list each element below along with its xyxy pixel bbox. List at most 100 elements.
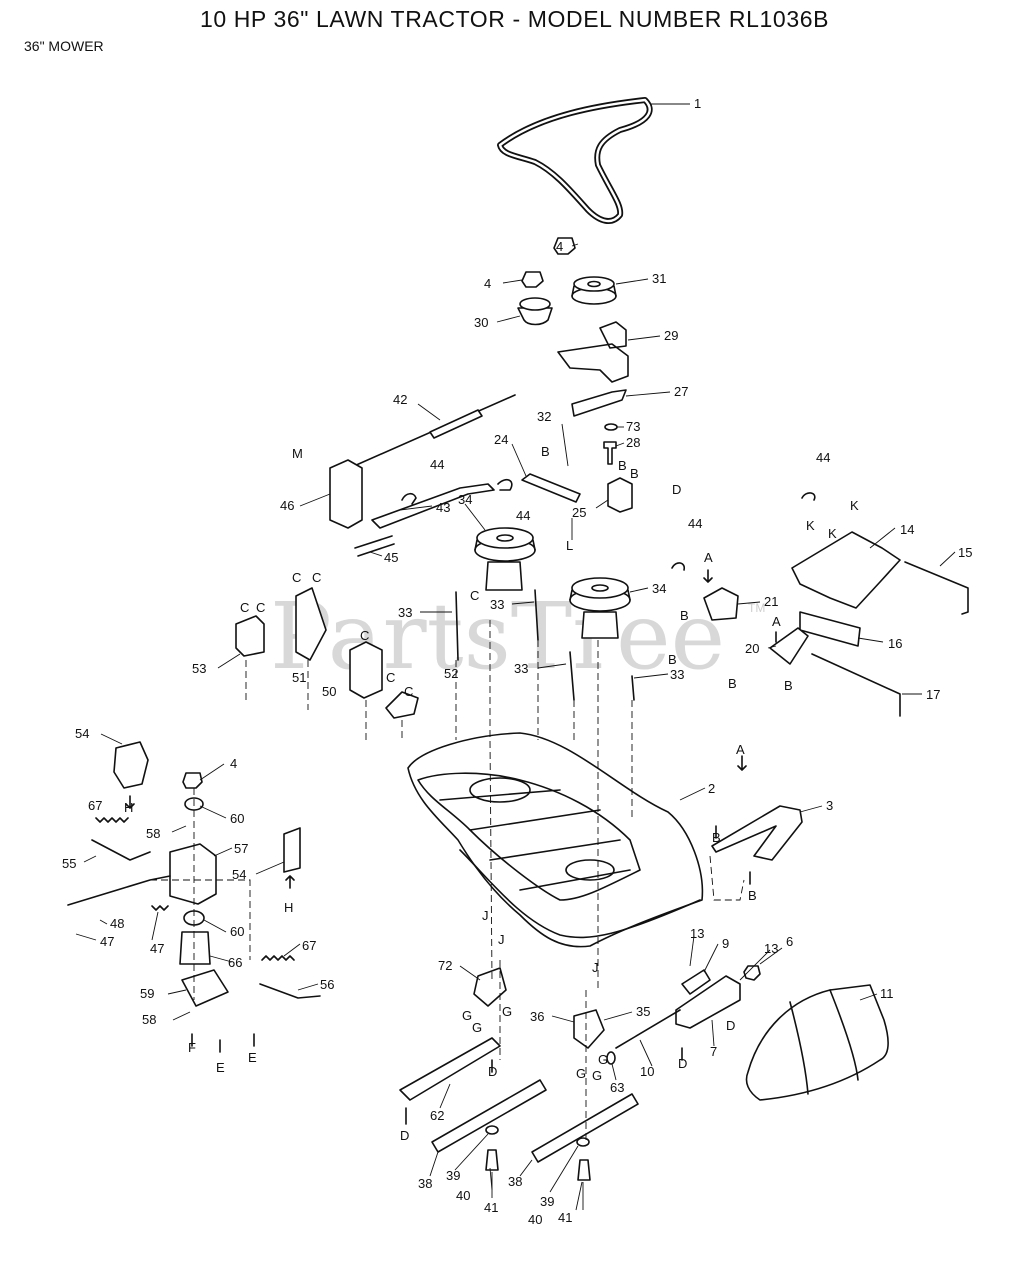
part-washer-63 bbox=[606, 1051, 616, 1065]
callout-10: 10 bbox=[640, 1064, 654, 1079]
callout-29: 29 bbox=[664, 328, 678, 343]
part-bolt-28 bbox=[603, 441, 617, 465]
callout-56: 56 bbox=[320, 977, 334, 992]
part-bracket-53 bbox=[235, 615, 265, 657]
part-nut-spindle bbox=[182, 772, 203, 789]
callout-17: 17 bbox=[926, 687, 940, 702]
callout-46: 46 bbox=[280, 498, 294, 513]
letter-l: L bbox=[566, 538, 573, 553]
callout-67-right: 67 bbox=[302, 938, 316, 953]
letter-b-20a: B bbox=[728, 676, 737, 691]
part-pin-44b bbox=[497, 478, 513, 491]
callout-4-top: 4 bbox=[556, 239, 563, 254]
letter-g-35a: G bbox=[576, 1066, 586, 1081]
callout-11: 11 bbox=[880, 986, 894, 1001]
callout-1: 1 bbox=[694, 96, 701, 111]
part-rod-33c bbox=[569, 651, 575, 701]
part-plate-16 bbox=[799, 611, 861, 647]
part-nut-idler bbox=[521, 271, 544, 288]
part-bracket-50 bbox=[349, 641, 383, 699]
callout-43: 43 bbox=[436, 500, 450, 515]
callout-38-left: 38 bbox=[418, 1176, 432, 1191]
letter-c-52a: C bbox=[386, 670, 395, 685]
part-pin-44a bbox=[401, 492, 417, 505]
part-housing-57 bbox=[169, 843, 217, 905]
letter-c-50a: C bbox=[360, 628, 369, 643]
letter-j-2: J bbox=[498, 932, 505, 947]
part-washer-39-right bbox=[576, 1137, 590, 1147]
part-bolt-41-right bbox=[577, 1159, 591, 1181]
callout-59: 59 bbox=[140, 986, 154, 1001]
part-rod-10 bbox=[615, 1009, 681, 1049]
part-spring-67a bbox=[95, 817, 129, 823]
part-shapes bbox=[67, 97, 969, 1181]
callout-40-right: 40 bbox=[528, 1212, 542, 1227]
letter-d-7: D bbox=[726, 1018, 735, 1033]
letter-b-20b: B bbox=[784, 678, 793, 693]
part-bracket-7 bbox=[675, 975, 741, 1029]
part-bushing-66 bbox=[179, 931, 211, 965]
callout-2: 2 bbox=[708, 781, 715, 796]
part-washer-39-left bbox=[485, 1125, 499, 1135]
part-spindle-34-left bbox=[474, 527, 536, 591]
callout-45: 45 bbox=[384, 550, 398, 565]
letter-j-1: J bbox=[482, 908, 489, 923]
part-rod-42 bbox=[344, 394, 516, 471]
letter-c-51b: C bbox=[312, 570, 321, 585]
watermark-text: PartsTree bbox=[270, 583, 725, 690]
callout-33-b: 33 bbox=[490, 597, 504, 612]
callout-25: 25 bbox=[572, 505, 586, 520]
letter-j-3: J bbox=[592, 960, 599, 975]
part-deflector-11 bbox=[745, 984, 889, 1101]
part-plate-27 bbox=[571, 389, 627, 417]
callout-38-right: 38 bbox=[508, 1174, 522, 1189]
part-bracket-29 bbox=[557, 321, 629, 383]
letter-e-1: E bbox=[216, 1060, 225, 1075]
callout-53: 53 bbox=[192, 661, 206, 676]
part-pin-44d bbox=[801, 492, 816, 501]
letter-g-72b: G bbox=[472, 1020, 482, 1035]
letter-b-deck-a: B bbox=[712, 830, 721, 845]
part-pin-44c bbox=[671, 562, 686, 571]
callout-41-left: 41 bbox=[484, 1200, 498, 1215]
letter-k-3: K bbox=[850, 498, 859, 513]
letter-c-53b: C bbox=[256, 600, 265, 615]
part-bar-3 bbox=[711, 805, 803, 861]
part-blade-38-right bbox=[531, 1093, 639, 1163]
callout-42: 42 bbox=[393, 392, 407, 407]
callout-32: 32 bbox=[537, 409, 551, 424]
letter-c-52b: C bbox=[404, 684, 413, 699]
callout-34-left: 34 bbox=[458, 492, 472, 507]
letter-a-21: A bbox=[704, 550, 713, 565]
callout-24: 24 bbox=[494, 432, 508, 447]
callout-21: 21 bbox=[764, 594, 778, 609]
letter-h-left: H bbox=[124, 800, 133, 815]
part-belt bbox=[497, 97, 653, 224]
part-blade-38-left bbox=[431, 1079, 547, 1153]
callout-67-left: 67 bbox=[88, 798, 102, 813]
part-bracket-51 bbox=[295, 587, 327, 661]
leader-lines bbox=[75, 103, 956, 1211]
callout-41-right: 41 bbox=[558, 1210, 572, 1225]
part-bracket-9 bbox=[681, 969, 711, 995]
callout-54-upper: 54 bbox=[75, 726, 89, 741]
part-bracket-20 bbox=[769, 627, 809, 665]
callout-33-c: 33 bbox=[514, 661, 528, 676]
callout-52: 52 bbox=[444, 666, 458, 681]
callout-4-spindle: 4 bbox=[230, 756, 237, 771]
part-bracket-46 bbox=[329, 459, 363, 529]
part-link-24 bbox=[521, 473, 581, 503]
callout-27: 27 bbox=[674, 384, 688, 399]
letter-b-25b: B bbox=[630, 466, 639, 481]
letter-b-21: B bbox=[680, 608, 689, 623]
letter-d-10: D bbox=[678, 1056, 687, 1071]
callout-13-left: 13 bbox=[690, 926, 704, 941]
letter-k-1: K bbox=[806, 518, 815, 533]
callout-7: 7 bbox=[710, 1044, 717, 1059]
connection-letters: M L B B B D K K K A A B B B B C C C C C … bbox=[124, 444, 859, 1143]
part-spindle-54-upper bbox=[113, 741, 149, 789]
part-bracket-59 bbox=[181, 969, 229, 1007]
callout-48: 48 bbox=[110, 916, 124, 931]
letter-d-62b: D bbox=[400, 1128, 409, 1143]
